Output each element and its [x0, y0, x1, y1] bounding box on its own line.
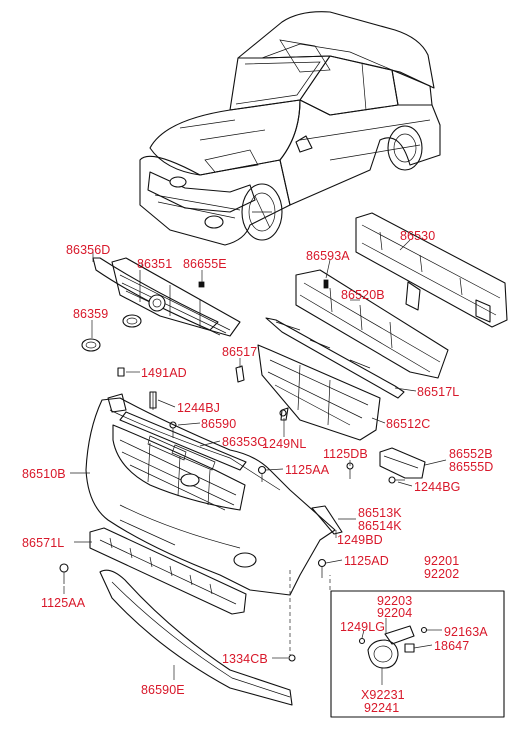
part-label-86555D: 86555D: [449, 460, 494, 474]
part-label-86510B: 86510B: [22, 467, 66, 481]
part-label-86517: 86517: [222, 345, 258, 359]
part-label-92202: 92202: [424, 567, 460, 581]
part-label-92163A: 92163A: [444, 625, 488, 639]
fog-lamp-detail: [330, 590, 505, 718]
part-label-92201: 92201: [424, 554, 460, 568]
part-label-X92231: X92231: [361, 688, 405, 702]
part-label-86530: 86530: [400, 229, 436, 243]
part-label-1249NL: 1249NL: [262, 437, 307, 451]
part-label-92203: 92203: [377, 594, 413, 608]
part-label-92204: 92204: [377, 606, 413, 620]
upper-grille-assembly: [81, 257, 241, 352]
energy-absorber: [295, 269, 449, 379]
part-label-1125AD: 1125AD: [344, 554, 389, 568]
part-label-86512C: 86512C: [386, 417, 431, 431]
part-label-1491AD: 1491AD: [141, 366, 187, 380]
side-brackets: [311, 447, 426, 535]
part-label-86590E: 86590E: [141, 683, 185, 697]
part-label-86517L: 86517L: [417, 385, 460, 399]
part-label-86514K: 86514K: [358, 519, 402, 533]
part-label-1249LG: 1249LG: [340, 620, 386, 634]
lower-grille-assembly: [235, 317, 405, 441]
part-label-92241: 92241: [364, 701, 400, 715]
part-label-86520B: 86520B: [341, 288, 385, 302]
bumper-beam: [355, 212, 508, 328]
part-label-86513K: 86513K: [358, 506, 402, 520]
part-label-1244BJ: 1244BJ: [177, 401, 220, 415]
leader-lines: [63, 239, 447, 685]
part-label-18647: 18647: [434, 639, 470, 653]
part-label-1125AA-left: 1125AA: [41, 596, 86, 610]
car-illustration: [139, 11, 441, 246]
part-label-1244BG: 1244BG: [414, 480, 461, 494]
part-label-86353C: 86353C: [222, 435, 267, 449]
part-label-86359: 86359: [73, 307, 109, 321]
lower-lip-assembly: [89, 527, 293, 706]
part-label-86552B: 86552B: [449, 447, 493, 461]
part-label-86590: 86590: [201, 417, 237, 431]
part-label-1249BD: 1249BD: [337, 533, 383, 547]
front-bumper-cover: [85, 393, 336, 596]
part-label-86571L: 86571L: [22, 536, 65, 550]
part-label-1125DB: 1125DB: [323, 447, 368, 461]
part-label-1334CB: 1334CB: [222, 652, 268, 666]
part-label-86593A: 86593A: [306, 249, 350, 263]
part-label-86356D: 86356D: [66, 243, 111, 257]
part-label-86351: 86351: [137, 257, 173, 271]
part-label-86655E: 86655E: [183, 257, 227, 271]
part-label-1125AA: 1125AA: [285, 463, 330, 477]
